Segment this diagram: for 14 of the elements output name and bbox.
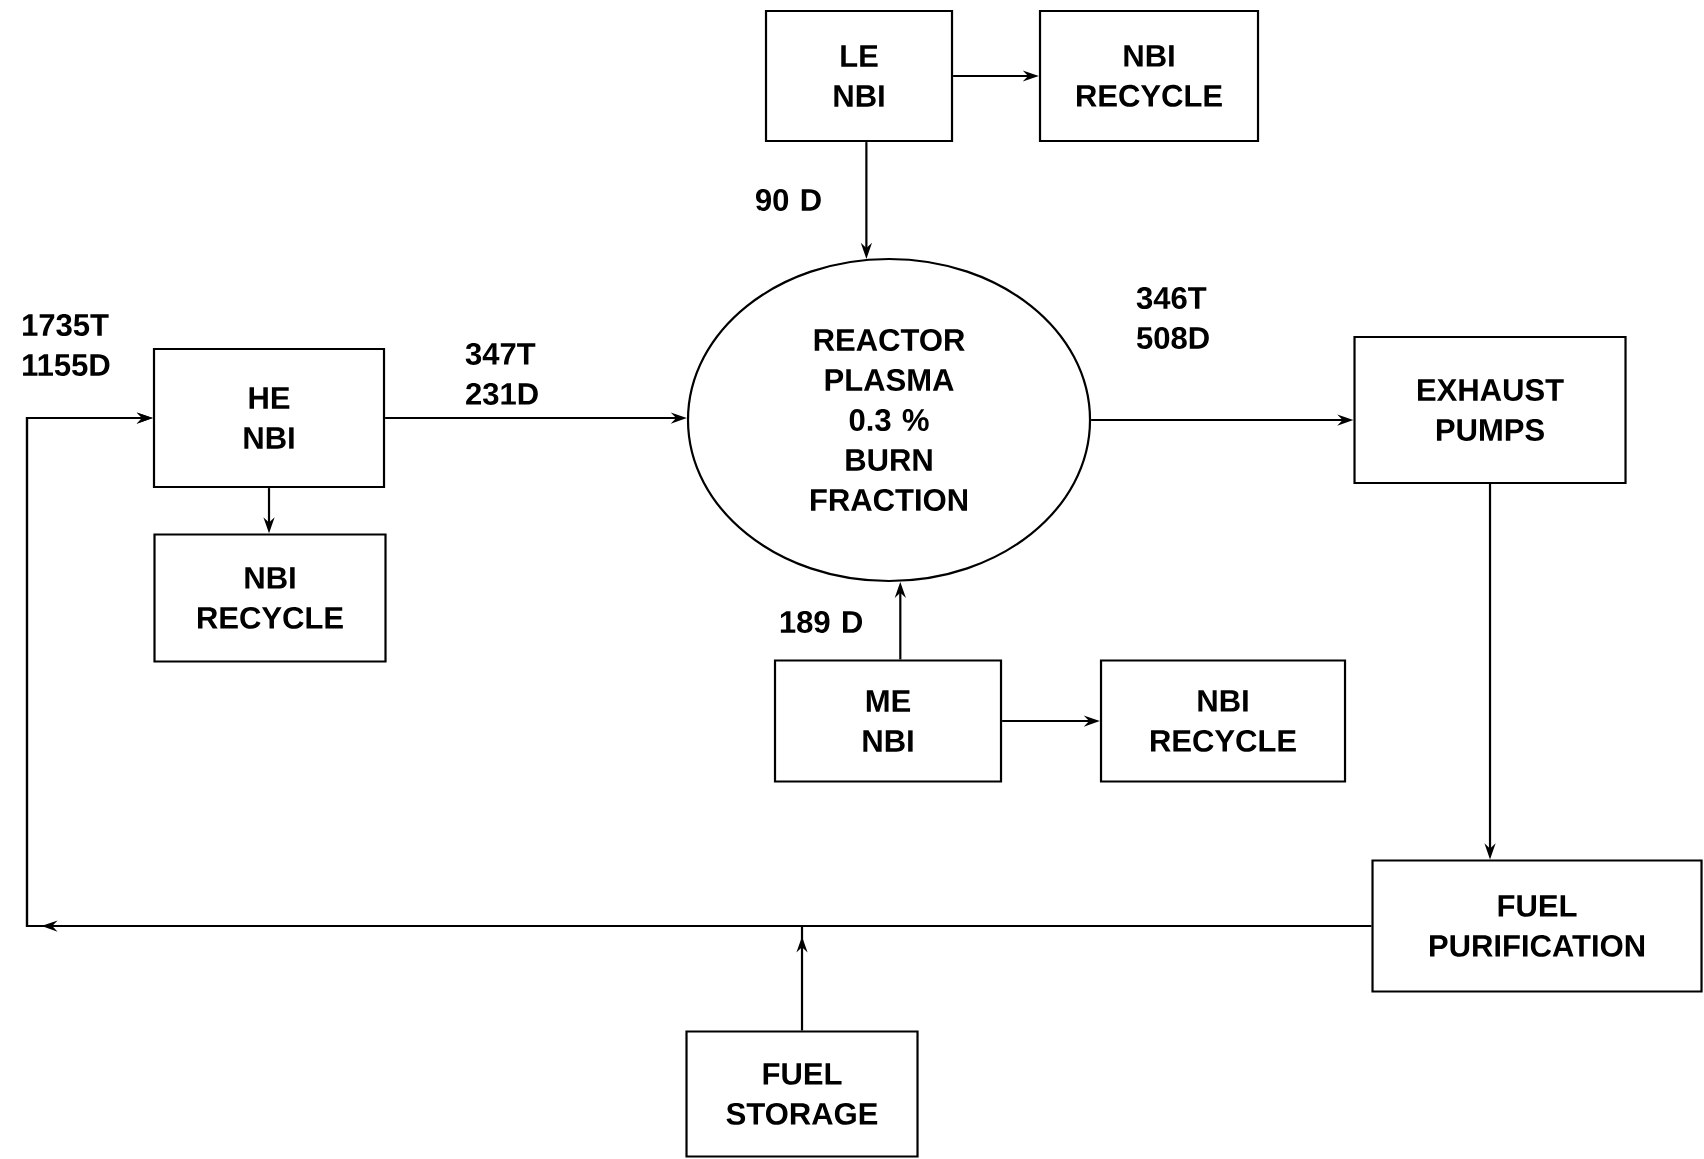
process-box: NBI RECYCLE [153,533,387,663]
flow-label: 90 D [756,189,821,211]
process-box: FUEL PURIFICATION [1371,859,1703,993]
process-box: NBI RECYCLE [1099,659,1347,783]
flow-label: 347T 231D [465,342,538,405]
process-box: EXHAUST PUMPS [1353,335,1627,485]
flow-label: 189 D [780,611,863,633]
process-box: HE NBI [152,347,386,489]
process-box: LE NBI [764,9,954,143]
flow-label: 1735T 1155D [23,314,110,376]
process-box: ME NBI [773,659,1003,783]
flow-label: 346T 508D [1136,287,1209,349]
process-box: FUEL STORAGE [685,1030,919,1158]
process-box: NBI RECYCLE [1038,9,1260,143]
